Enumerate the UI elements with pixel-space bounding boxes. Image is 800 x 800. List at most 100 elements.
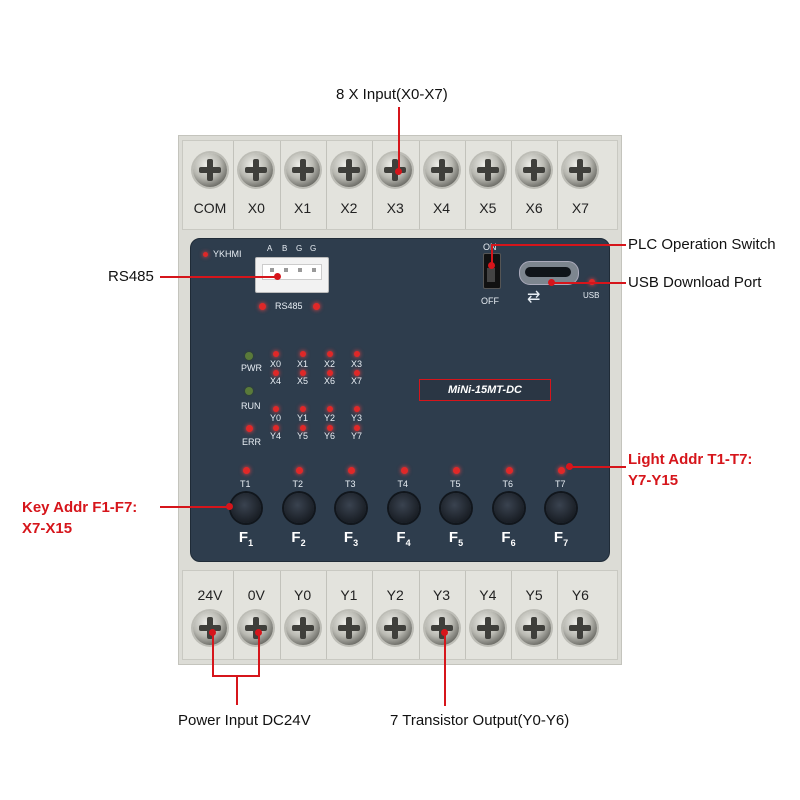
terminal-divider (418, 141, 420, 229)
power-leader-v1 (212, 632, 214, 676)
terminal-label: 0V (247, 587, 265, 603)
power-leader-v3 (236, 675, 238, 705)
function-key-letter: F (396, 529, 406, 546)
key-addr-leader (160, 506, 228, 508)
function-key-button[interactable] (283, 493, 314, 523)
light-label: T2 (292, 479, 304, 489)
terminal-label: Y4 (479, 587, 497, 603)
terminal-label: X3 (386, 200, 404, 216)
function-key-button[interactable] (388, 493, 419, 523)
output-terminal-screw[interactable] (517, 611, 552, 645)
output-terminal-screw[interactable] (285, 611, 320, 645)
input-terminal-screw[interactable] (331, 153, 366, 187)
output-terminal-screw[interactable] (470, 611, 505, 645)
function-key-button[interactable] (441, 493, 471, 523)
output-leader (444, 632, 446, 706)
light-addr-callout-2: Y7-Y15 (628, 472, 679, 489)
io-led-label: Y6 (324, 431, 336, 441)
output-terminal-screw[interactable] (193, 611, 227, 645)
output-terminal-screw[interactable] (239, 611, 274, 645)
function-key-label: F5 (436, 529, 476, 548)
function-key-letter: F (553, 529, 564, 546)
terminal-label: COM (193, 200, 227, 216)
input-terminal-screw[interactable] (239, 153, 274, 187)
power-dot-2 (255, 629, 262, 636)
terminal-divider (511, 571, 513, 659)
io-led (300, 406, 306, 412)
function-key-label: F4 (384, 529, 424, 548)
pwr-label: PWR (241, 363, 262, 373)
light-led (348, 467, 355, 474)
operation-switch[interactable] (483, 253, 501, 289)
input-terminal-screw[interactable] (563, 153, 598, 187)
function-key-number: 4 (405, 538, 411, 548)
terminal-divider (325, 571, 327, 659)
plc-switch-leader (492, 244, 626, 246)
usb-label: USB (583, 291, 600, 300)
key-addr-callout-1: Key Addr F1-F7: (22, 499, 138, 516)
io-led (327, 351, 333, 357)
function-key-label: F1 (226, 529, 266, 548)
io-led (273, 370, 279, 376)
plc-switch-dot (488, 262, 495, 269)
input-terminal-screw[interactable] (470, 153, 505, 187)
x-input-dot (395, 168, 402, 175)
io-led-label: X7 (351, 376, 363, 386)
io-led-label: Y1 (297, 413, 309, 423)
function-key-letter: F (501, 529, 511, 546)
terminal-divider (418, 571, 420, 659)
input-terminal-screw[interactable] (517, 153, 552, 187)
terminal-divider (372, 141, 374, 229)
terminal-label: Y2 (386, 587, 404, 603)
terminal-divider (557, 141, 559, 229)
light-led (400, 467, 408, 474)
input-terminal-screw[interactable] (285, 153, 320, 187)
terminal-divider (279, 141, 281, 229)
output-terminal-screw[interactable] (563, 611, 598, 645)
function-key-letter: F (343, 529, 354, 546)
output-terminal-screw[interactable] (331, 611, 366, 645)
function-key-label: F2 (279, 529, 319, 548)
io-led (273, 351, 279, 357)
light-addr-callout-1: Light Addr T1-T7: (628, 451, 753, 468)
function-key-button[interactable] (336, 493, 366, 523)
io-led-label: Y5 (297, 431, 309, 441)
io-led-label: X1 (297, 359, 309, 369)
light-led (505, 467, 513, 474)
input-terminal-screw[interactable] (193, 153, 227, 187)
power-leader-v2 (258, 632, 260, 676)
terminal-label: Y1 (340, 587, 358, 603)
rs485-pin-a: A (267, 244, 273, 253)
terminal-label: X2 (340, 200, 358, 216)
terminal-divider (372, 571, 374, 659)
io-led-label: Y7 (351, 431, 363, 441)
io-led (300, 425, 306, 431)
rs485-connector[interactable] (255, 257, 329, 293)
function-key-label: F6 (489, 529, 529, 548)
io-led (327, 406, 333, 412)
function-key-letter: F (448, 529, 459, 546)
terminal-divider (511, 141, 513, 229)
terminal-divider (233, 571, 235, 659)
terminal-label: X0 (247, 200, 265, 216)
input-terminal-screw[interactable] (424, 153, 459, 187)
terminal-divider (557, 571, 559, 659)
output-terminal-screw[interactable] (424, 611, 459, 645)
err-label: ERR (242, 437, 262, 447)
terminal-label: X1 (294, 200, 312, 216)
light-led (558, 467, 565, 474)
io-led (354, 351, 360, 357)
function-key-button[interactable] (493, 493, 524, 523)
terminal-label: 24V (197, 587, 223, 603)
key-addr-callout-2: X7-X15 (22, 520, 73, 537)
err-led (246, 425, 253, 432)
rs485-pin-b: B (282, 244, 288, 253)
function-key-button[interactable] (546, 493, 576, 523)
output-terminal-screw[interactable] (378, 611, 413, 645)
terminal-label: X4 (432, 200, 451, 216)
io-led-label: Y3 (351, 413, 363, 423)
rs485-leader (160, 276, 278, 278)
function-key-button[interactable] (231, 493, 261, 523)
power-dot-1 (209, 629, 216, 636)
usb-callout: USB Download Port (628, 274, 762, 291)
